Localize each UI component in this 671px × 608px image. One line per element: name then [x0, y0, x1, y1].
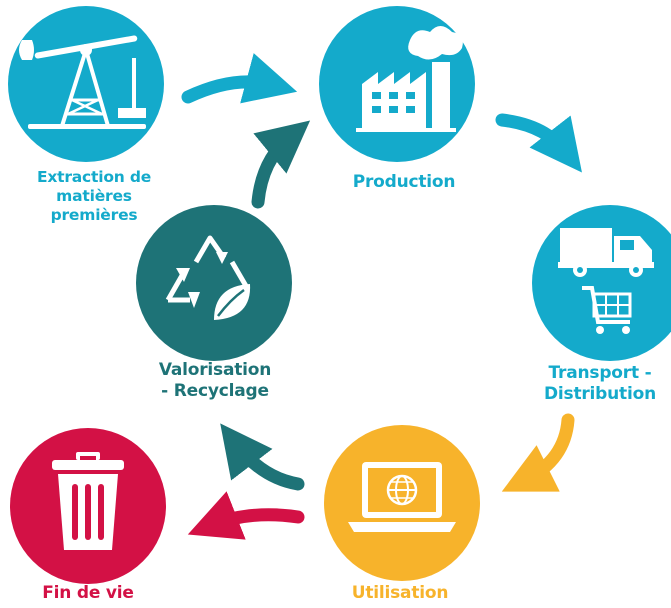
arrow-valorisation-to-production — [251, 120, 311, 209]
laptop-globe-icon — [348, 462, 456, 532]
label-fin: Fin de vie — [42, 583, 134, 603]
arrow-utilisation-to-fin — [187, 491, 305, 540]
node-valorisation — [136, 205, 292, 361]
recycle-leaf-icon — [165, 235, 251, 320]
node-transport — [532, 205, 671, 361]
node-fin — [10, 428, 166, 584]
node-utilisation — [324, 425, 480, 581]
label-extraction: Extraction de matières premières — [36, 168, 152, 224]
arrow-utilisation-to-valorisation — [220, 423, 305, 491]
trash-bin-icon — [52, 452, 124, 550]
label-transport: Transport - Distribution — [543, 363, 656, 404]
node-production — [319, 6, 475, 162]
label-production: Production — [352, 172, 456, 192]
arrow-extraction-to-production — [181, 53, 298, 104]
label-utilisation: Utilisation — [351, 583, 449, 603]
extraction-circle — [8, 6, 164, 162]
node-extraction — [8, 6, 164, 162]
label-valorisation: Valorisation - Recyclage — [158, 360, 272, 401]
arrow-production-to-transport — [495, 113, 582, 173]
valorisation-circle — [136, 205, 292, 361]
factory-icon — [356, 26, 463, 132]
truck-cart-icon — [558, 228, 654, 334]
arrow-transport-to-utilisation — [501, 413, 575, 492]
oil-pump-icon — [19, 35, 146, 129]
